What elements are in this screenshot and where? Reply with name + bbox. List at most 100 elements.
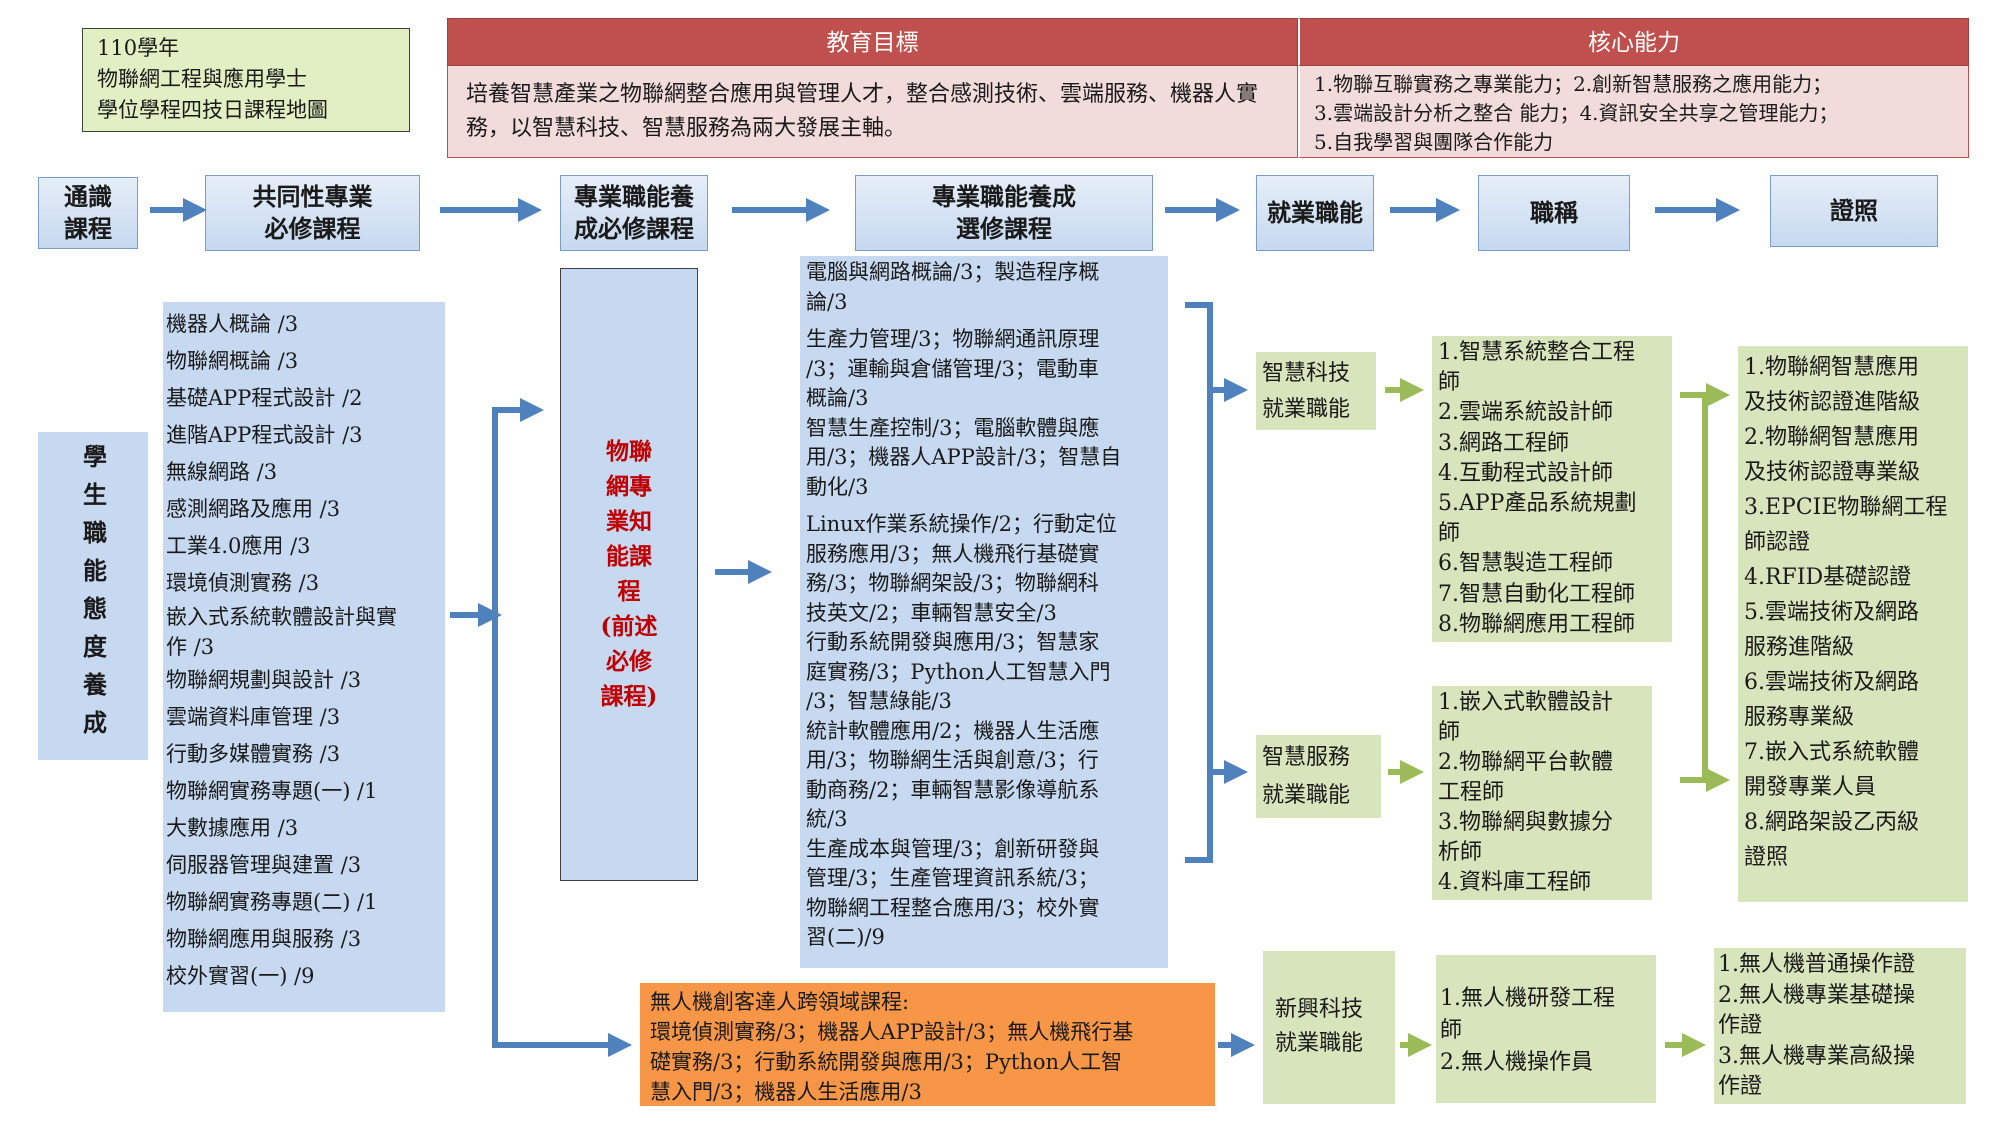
titles-drone-list: 1.無人機研發工程 師 2.無人機操作員 <box>1436 955 1656 1103</box>
professional-required-line: 程 <box>617 578 641 605</box>
elective-line: 概論/3 <box>806 386 869 410</box>
cert-line: 作證 <box>1718 1013 1763 1038</box>
cert-line: 1.無人機普通操作證 <box>1718 952 1915 977</box>
header-label: 通識 課程 <box>64 182 112 243</box>
core-competencies-header: 核心能力 <box>1298 18 1969 66</box>
cert-line: 及技術認證專業級 <box>1744 460 1921 485</box>
job-title-line: 8.物聯網應用工程師 <box>1438 611 1635 637</box>
elective-group: 電腦與網路概論/3；製造程序概 論/3 <box>806 258 1162 317</box>
elective-line: 統/3 <box>806 807 848 831</box>
elective-line: 生產力管理/3；物聯網通訊原理 <box>806 327 1100 351</box>
professional-required-note: 必修 <box>606 648 652 675</box>
header-label: 專業職能養成 選修課程 <box>932 182 1076 243</box>
cert-line: 6.雲端技術及網路 <box>1744 670 1919 695</box>
job-title-line: 7.智慧自動化工程師 <box>1438 581 1635 607</box>
cert-line: 7.嵌入式系統軟體 <box>1744 740 1919 765</box>
course-item: 物聯網規劃與設計 /3 <box>166 668 362 692</box>
job-title-line: 2.物聯網平台軟體 <box>1438 750 1613 775</box>
professional-required-note: 課程) <box>600 683 658 710</box>
course-item: 無線網路 /3 <box>166 460 278 484</box>
job-title-line: 師 <box>1440 1018 1463 1043</box>
core-competency-line: 5.自我學習與團隊合作能力 <box>1314 130 1554 154</box>
professional-required-box: 物聯 網專 業知 能課 程 (前述 必修 課程) <box>560 268 698 881</box>
education-goals-text: 培養智慧產業之物聯網整合應用與管理人才，整合感測技術、雲端服務、機器人實務，以智… <box>447 66 1298 158</box>
header-professional-required: 專業職能養 成必修課程 <box>560 175 708 251</box>
professional-required-line: 業知 <box>606 508 652 535</box>
course-item: 環境偵測實務 /3 <box>166 571 320 595</box>
course-item: 工業4.0應用 /3 <box>166 534 311 558</box>
drone-course-line: 無人機創客達人跨領域課程: <box>650 990 910 1014</box>
course-item: 校外實習(一) /9 <box>166 964 315 988</box>
header-label: 共同性專業 必修課程 <box>252 182 373 243</box>
job-service-box: 智慧服務 就業職能 <box>1256 735 1381 818</box>
elective-line: 智慧生產控制/3；電腦軟體與應 <box>806 415 1100 440</box>
title-year: 110學年 <box>97 36 180 60</box>
common-required-list: 機器人概論 /3 物聯網概論 /3 基礎APP程式設計 /2 進階APP程式設計… <box>163 302 445 1012</box>
course-item: 物聯網實務專題(一) /1 <box>166 779 378 803</box>
elective-line: 管理/3；生產管理資訊系統/3； <box>806 866 1099 890</box>
cert-line: 及技術認證進階級 <box>1744 390 1921 415</box>
drone-course-box: 無人機創客達人跨領域課程: 環境偵測實務/3；機器人APP設計/3；無人機飛行基… <box>640 983 1215 1106</box>
core-competency-line: 3.雲端設計分析之整合 能力；4.資訊安全共享之管理能力； <box>1314 101 1839 125</box>
header-common-required: 共同性專業 必修課程 <box>205 175 420 251</box>
elective-line: 動化/3 <box>806 474 869 499</box>
elective-line: /3；運輸與倉儲管理/3；電動車 <box>806 356 1099 381</box>
education-goals-header: 教育目標 <box>447 18 1298 66</box>
job-emerging-line: 就業職能 <box>1275 1031 1364 1056</box>
cert-line: 1.物聯網智慧應用 <box>1744 355 1919 380</box>
cert-line: 5.雲端技術及網路 <box>1744 600 1919 625</box>
job-title-line: 2.無人機操作員 <box>1440 1050 1593 1075</box>
course-item: 雲端資料庫管理 /3 <box>166 705 341 729</box>
titles-tech-list: 1.智慧系統整合工程 師 2.雲端系統設計師 3.網路工程師 4.互動程式設計師… <box>1432 336 1672 642</box>
header-label: 專業職能養 成必修課程 <box>574 182 694 243</box>
header-employment: 就業職能 <box>1256 175 1374 251</box>
elective-line: 物聯網工程整合應用/3；校外實 <box>806 895 1100 920</box>
elective-line: 用/3；機器人APP設計/3；智慧自 <box>806 445 1122 469</box>
cert-line: 作證 <box>1718 1074 1763 1099</box>
job-title-line: 師 <box>1438 521 1461 547</box>
professional-required-line: 網專 <box>606 473 652 500</box>
map-title: 110學年 物聯網工程與應用學士 學位學程四技日課程地圖 <box>82 28 410 132</box>
course-item: 物聯網實務專題(二) /1 <box>166 890 378 914</box>
titles-to-certs-bracket <box>1680 392 1708 783</box>
titles-service-list: 1.嵌入式軟體設計 師 2.物聯網平台軟體 工程師 3.物聯網與數據分 析師 4… <box>1432 686 1652 900</box>
header-label: 就業職能 <box>1267 198 1363 227</box>
course-item: 進階APP程式設計 /3 <box>166 423 363 447</box>
cert-line: 8.網路架設乙丙級 <box>1744 810 1919 835</box>
elective-line: /3；智慧綠能/3 <box>806 689 952 713</box>
job-tech-box: 智慧科技 就業職能 <box>1256 352 1376 430</box>
job-title-line: 5.APP產品系統規劃 <box>1438 491 1637 517</box>
drone-course-line: 慧入門/3；機器人生活應用/3 <box>650 1080 922 1104</box>
elective-line: 動商務/2；車輛智慧影像導航系 <box>806 777 1100 802</box>
header-label: 職稱 <box>1530 198 1578 227</box>
job-title-line: 1.智慧系統整合工程 <box>1438 340 1635 365</box>
job-title-line: 4.互動程式設計師 <box>1438 460 1613 486</box>
elective-line: 務/3；物聯網架設/3；物聯網科 <box>806 571 1099 595</box>
elective-line: 統計軟體應用/2；機器人生活應 <box>806 718 1100 743</box>
core-competencies-list: 1.物聯互聯實務之專業能力；2.創新智慧服務之應用能力； 3.雲端設計分析之整合… <box>1298 66 1969 158</box>
cert-line: 服務進階級 <box>1744 635 1855 660</box>
job-title-line: 1.無人機研發工程 <box>1440 986 1615 1011</box>
job-title-line: 2.雲端系統設計師 <box>1438 400 1613 426</box>
elective-line: 電腦與網路概論/3；製造程序概 <box>806 260 1100 284</box>
elective-line: 用/3；物聯網生活與創意/3；行 <box>806 748 1099 772</box>
cert-line: 4.RFID基礎認證 <box>1744 565 1912 590</box>
elective-line: 庭實務/3；Python人工智慧入門 <box>806 659 1111 684</box>
title-map: 學位學程四技日課程地圖 <box>97 98 328 122</box>
course-item: 作 /3 <box>166 635 215 659</box>
job-title-line: 師 <box>1438 720 1461 745</box>
job-tech-line: 就業職能 <box>1262 397 1351 422</box>
job-emerging-line: 新興科技 <box>1275 997 1364 1022</box>
job-service-line: 就業職能 <box>1262 783 1351 808</box>
course-item: 伺服器管理與建置 /3 <box>166 853 362 877</box>
drone-course-line: 礎實務/3；行動系統開發與應用/3；Python人工智 <box>650 1050 1122 1074</box>
elective-group: 生產力管理/3；物聯網通訊原理 /3；運輸與倉儲管理/3；電動車 概論/3 智慧… <box>806 325 1162 502</box>
job-service-line: 智慧服務 <box>1262 745 1351 770</box>
elective-line: 行動系統開發與應用/3；智慧家 <box>806 630 1100 654</box>
core-competency-line: 1.物聯互聯實務之專業能力；2.創新智慧服務之應用能力； <box>1314 72 1833 96</box>
student-attitude-box: 學生職能態度養成 <box>38 432 148 760</box>
cert-line: 3.EPCIE物聯網工程 <box>1744 495 1948 520</box>
cert-line: 3.無人機專業高級操 <box>1718 1043 1915 1069</box>
job-title-line: 3.網路工程師 <box>1438 430 1569 456</box>
